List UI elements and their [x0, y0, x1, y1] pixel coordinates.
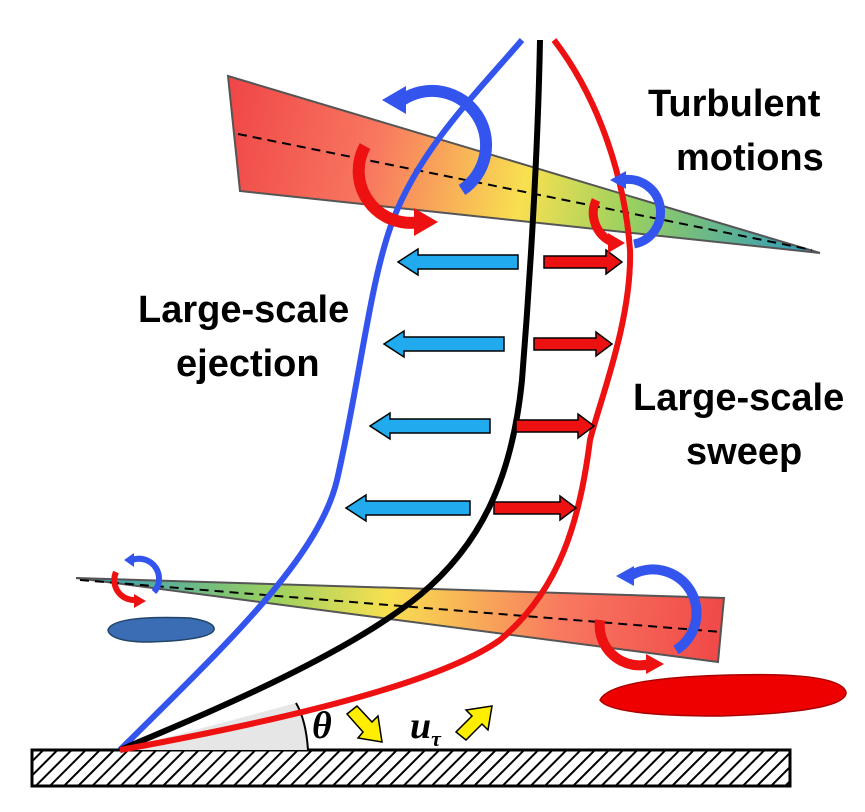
ejection-label-line1: Large-scale [138, 289, 349, 331]
vortex-blue-arc [398, 84, 493, 195]
vortex-red-arrowhead [608, 233, 625, 253]
vortex-red-arc [588, 198, 615, 247]
sweep-blob [599, 673, 847, 717]
angle-arc [295, 702, 309, 751]
sweep-arrow [533, 330, 614, 358]
vortex-red-arc [352, 143, 422, 229]
vortex-small-upper [588, 171, 666, 253]
ejection-arrow [368, 411, 491, 441]
vortex-blue-arrowhead [610, 171, 626, 189]
yellow-arrows [345, 704, 493, 743]
vortex-red-arc [594, 619, 652, 671]
u-tau-label: uτ [410, 705, 442, 751]
motions-label: motions [676, 137, 824, 179]
vortex-large-lower [594, 564, 702, 674]
sweep-arrow [515, 412, 596, 440]
vortex-red-arrowhead [134, 594, 146, 608]
upper-structure-axis [237, 133, 813, 251]
hatched-wall [30, 748, 792, 788]
vortex-blue-arrowhead [382, 86, 406, 114]
u-letter: u [410, 705, 431, 747]
down-right-yellow-arrow [345, 704, 383, 743]
ejection-profile-line [117, 38, 525, 753]
sweep-arrow [543, 248, 624, 276]
vortex-red-arc [111, 570, 137, 604]
vortex-small-lower [111, 553, 163, 608]
vortex-large-upper [352, 84, 493, 236]
lower-structure-wedge [75, 577, 726, 664]
vortex-blue-arc [130, 555, 163, 594]
ejection-arrow [396, 247, 519, 277]
vortex-red-arrowhead [646, 654, 664, 674]
vortex-blue-arc [627, 564, 702, 655]
ejection-arrows [344, 247, 519, 523]
ejection-arrow [344, 493, 471, 523]
sweep-label-line2: sweep [686, 431, 802, 473]
theta-label: θ [312, 705, 332, 747]
sweep-profile-line [119, 38, 634, 753]
sweep-label-line1: Large-scale [633, 377, 844, 419]
tau-subscript: τ [431, 726, 442, 751]
up-right-yellow-arrow [454, 705, 493, 742]
vortex-red-arrowhead [414, 208, 438, 236]
sweep-arrow [493, 494, 578, 522]
ejection-arrow [382, 329, 505, 359]
vortex-blue-arc [621, 174, 666, 249]
vortex-blue-arrowhead [124, 553, 134, 567]
mean-profile-line [118, 39, 543, 753]
vortex-blue-arrowhead [616, 566, 634, 586]
turbulent-label: Turbulent [648, 83, 821, 125]
ejection-blob [107, 616, 215, 643]
ejection-label-line2: ejection [176, 343, 320, 385]
sweep-arrows [493, 248, 624, 522]
